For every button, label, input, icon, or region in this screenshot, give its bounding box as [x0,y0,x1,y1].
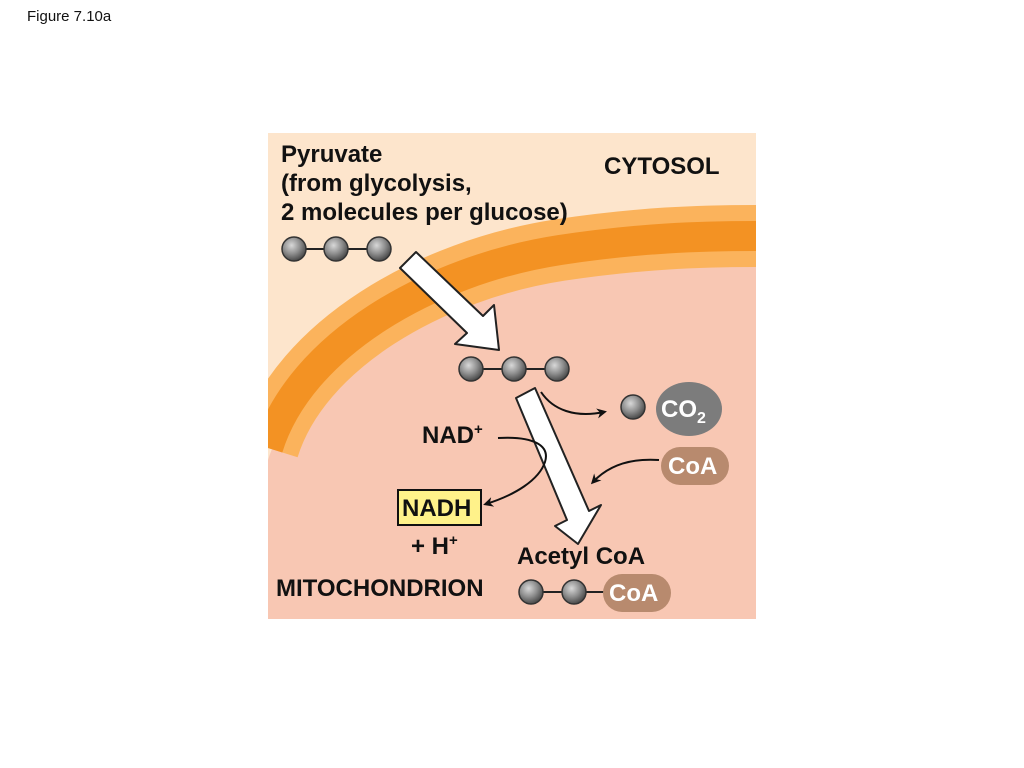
carbon-atom-ball [620,394,646,420]
coa-input-arrow-icon [590,458,660,485]
cytosol-label: CYTOSOL [604,153,720,180]
transport-arrow-icon [399,251,500,351]
nadh-box [397,489,482,526]
co2-label: CO2 [661,396,706,427]
pyruvate-label-line1: Pyruvate [281,141,382,168]
conversion-arrow-icon [515,387,602,545]
coa-input-label: CoA [668,453,717,480]
coa-input-pill [661,447,729,485]
mitochondrion-label: MITOCHONDRION [276,575,484,602]
co2-release-arrow-icon [540,391,607,419]
acetyl-coa-label: Acetyl CoA [517,543,645,570]
membrane-core-band [268,221,756,453]
pyruvate-label-line2: (from glycolysis, [281,170,472,197]
figure-caption: Figure 7.10a [27,8,112,25]
coa-product-label: CoA [609,580,658,607]
acetyl-coa-molecule: CoA [518,574,671,612]
nadh-label: NADH [402,495,471,522]
h-plus-label: + H+ [411,532,458,560]
pyruvate-label-line3: 2 molecules per glucose) [281,199,568,226]
nad-reduction-arrow-icon [483,436,547,507]
pyruvate-molecule-mitochondrion [458,356,570,382]
coa-product-pill [603,574,671,612]
co2-pill [656,382,722,436]
pyruvate-molecule-cytosol [281,236,392,262]
nad-plus-label: NAD+ [422,421,483,449]
